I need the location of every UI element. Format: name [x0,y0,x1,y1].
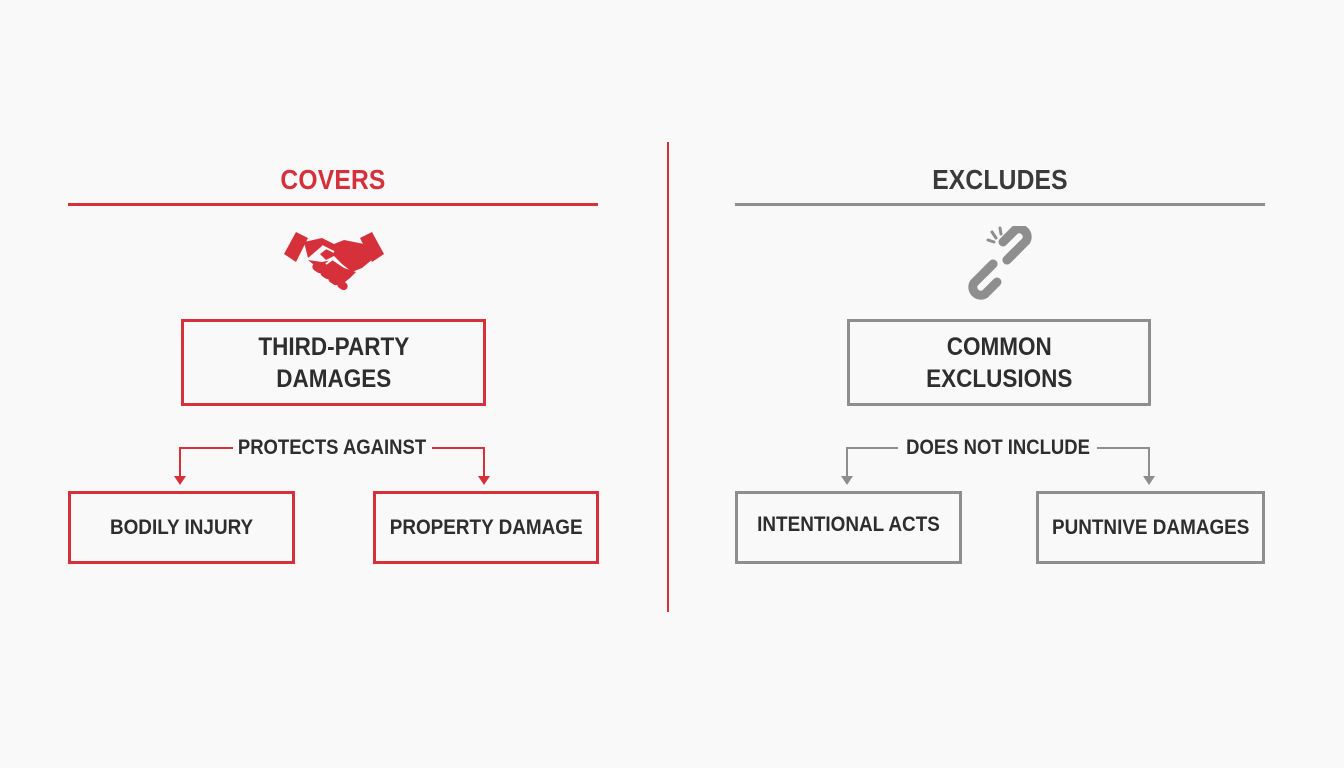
covers-heading-rule [68,203,598,206]
covers-left-connector [179,447,233,478]
protects-against-label: PROTECTS AGAINST [237,436,427,459]
broken-chain-icon [968,226,1032,300]
handshake-icon [284,232,384,291]
covers-heading: COVERS [280,164,386,195]
bodily-injury-box: BODILY INJURY [68,491,295,564]
third-party-damages-line1: THIRD-PARTY [258,332,409,361]
common-exclusions-line2: EXCLUSIONS [925,364,1073,393]
excludes-right-connector [1097,447,1150,478]
covers-left-arrowhead [174,476,186,485]
covers-right-arrowhead [478,476,490,485]
center-divider [667,142,669,612]
excludes-heading-rule [735,203,1265,206]
third-party-damages-line2: DAMAGES [275,364,392,393]
intentional-acts-label: INTENTIONAL ACTS [757,512,940,536]
third-party-damages-box: THIRD-PARTY DAMAGES [181,319,486,406]
common-exclusions-box: COMMON EXCLUSIONS [847,319,1151,406]
punitive-damages-box: PUNTNIVE DAMAGES [1036,491,1265,564]
excludes-left-connector [846,447,898,478]
excludes-right-arrowhead [1143,476,1155,485]
covers-right-connector [432,447,485,478]
does-not-include-label: DOES NOT INCLUDE [906,436,1090,459]
excludes-left-arrowhead [841,476,853,485]
excludes-heading: EXCLUDES [932,164,1068,195]
bodily-injury-label: BODILY INJURY [109,515,254,539]
common-exclusions-line1: COMMON [946,332,1052,361]
intentional-acts-box: INTENTIONAL ACTS [735,491,962,564]
property-damage-box: PROPERTY DAMAGE [373,491,599,564]
punitive-damages-label: PUNTNIVE DAMAGES [1051,515,1250,539]
property-damage-label: PROPERTY DAMAGE [389,515,583,539]
